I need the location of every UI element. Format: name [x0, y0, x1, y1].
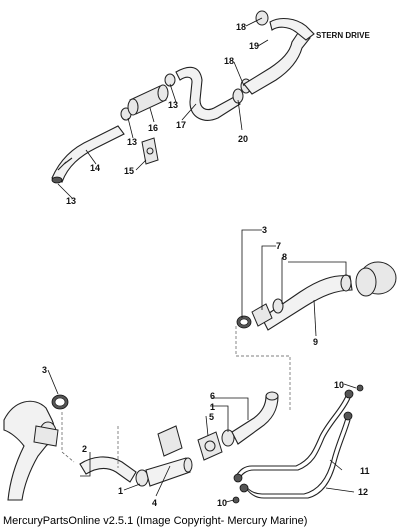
callout-3-middle: 3 — [262, 225, 267, 235]
callout-2: 2 — [82, 444, 87, 454]
callout-7: 7 — [276, 241, 281, 251]
callout-8: 8 — [282, 252, 287, 262]
callout-4: 4 — [152, 498, 157, 508]
callout-3-lower: 3 — [42, 365, 47, 375]
callout-13-mid: 13 — [127, 137, 137, 147]
upper-leader-lines — [57, 17, 269, 199]
callout-14: 14 — [90, 163, 100, 173]
callout-1-upper: 1 — [210, 402, 215, 412]
callout-9: 9 — [313, 337, 318, 347]
copyright-footer: MercuryPartsOnline v2.5.1 (Image Copyrig… — [3, 515, 307, 527]
callout-5: 5 — [209, 412, 214, 422]
middle-hose-assembly — [236, 261, 397, 331]
callout-15: 15 — [124, 166, 134, 176]
callout-13-upper: 13 — [168, 100, 178, 110]
callout-10-bottom: 10 — [217, 498, 227, 508]
callout-labels: 18 STERN DRIVE 19 18 20 17 13 16 13 14 1… — [42, 22, 370, 508]
callout-13-lower: 13 — [66, 196, 76, 206]
callout-1-lower: 1 — [118, 486, 123, 496]
callout-19: 19 — [249, 41, 259, 51]
callout-16: 16 — [148, 123, 158, 133]
upper-hose-assembly — [51, 10, 315, 184]
callout-10-top: 10 — [334, 380, 344, 390]
lower-leader-lines — [47, 369, 357, 503]
stern-drive-caption: STERN DRIVE — [316, 31, 370, 40]
callout-18-mid: 18 — [224, 56, 234, 66]
callout-20: 20 — [238, 134, 248, 144]
lower-assembly — [3, 384, 364, 504]
callout-12: 12 — [358, 487, 368, 497]
callout-11: 11 — [360, 466, 370, 476]
middle-leader-lines — [235, 229, 347, 410]
callout-18-top: 18 — [236, 22, 246, 32]
callout-17: 17 — [176, 120, 186, 130]
callout-6: 6 — [210, 391, 215, 401]
